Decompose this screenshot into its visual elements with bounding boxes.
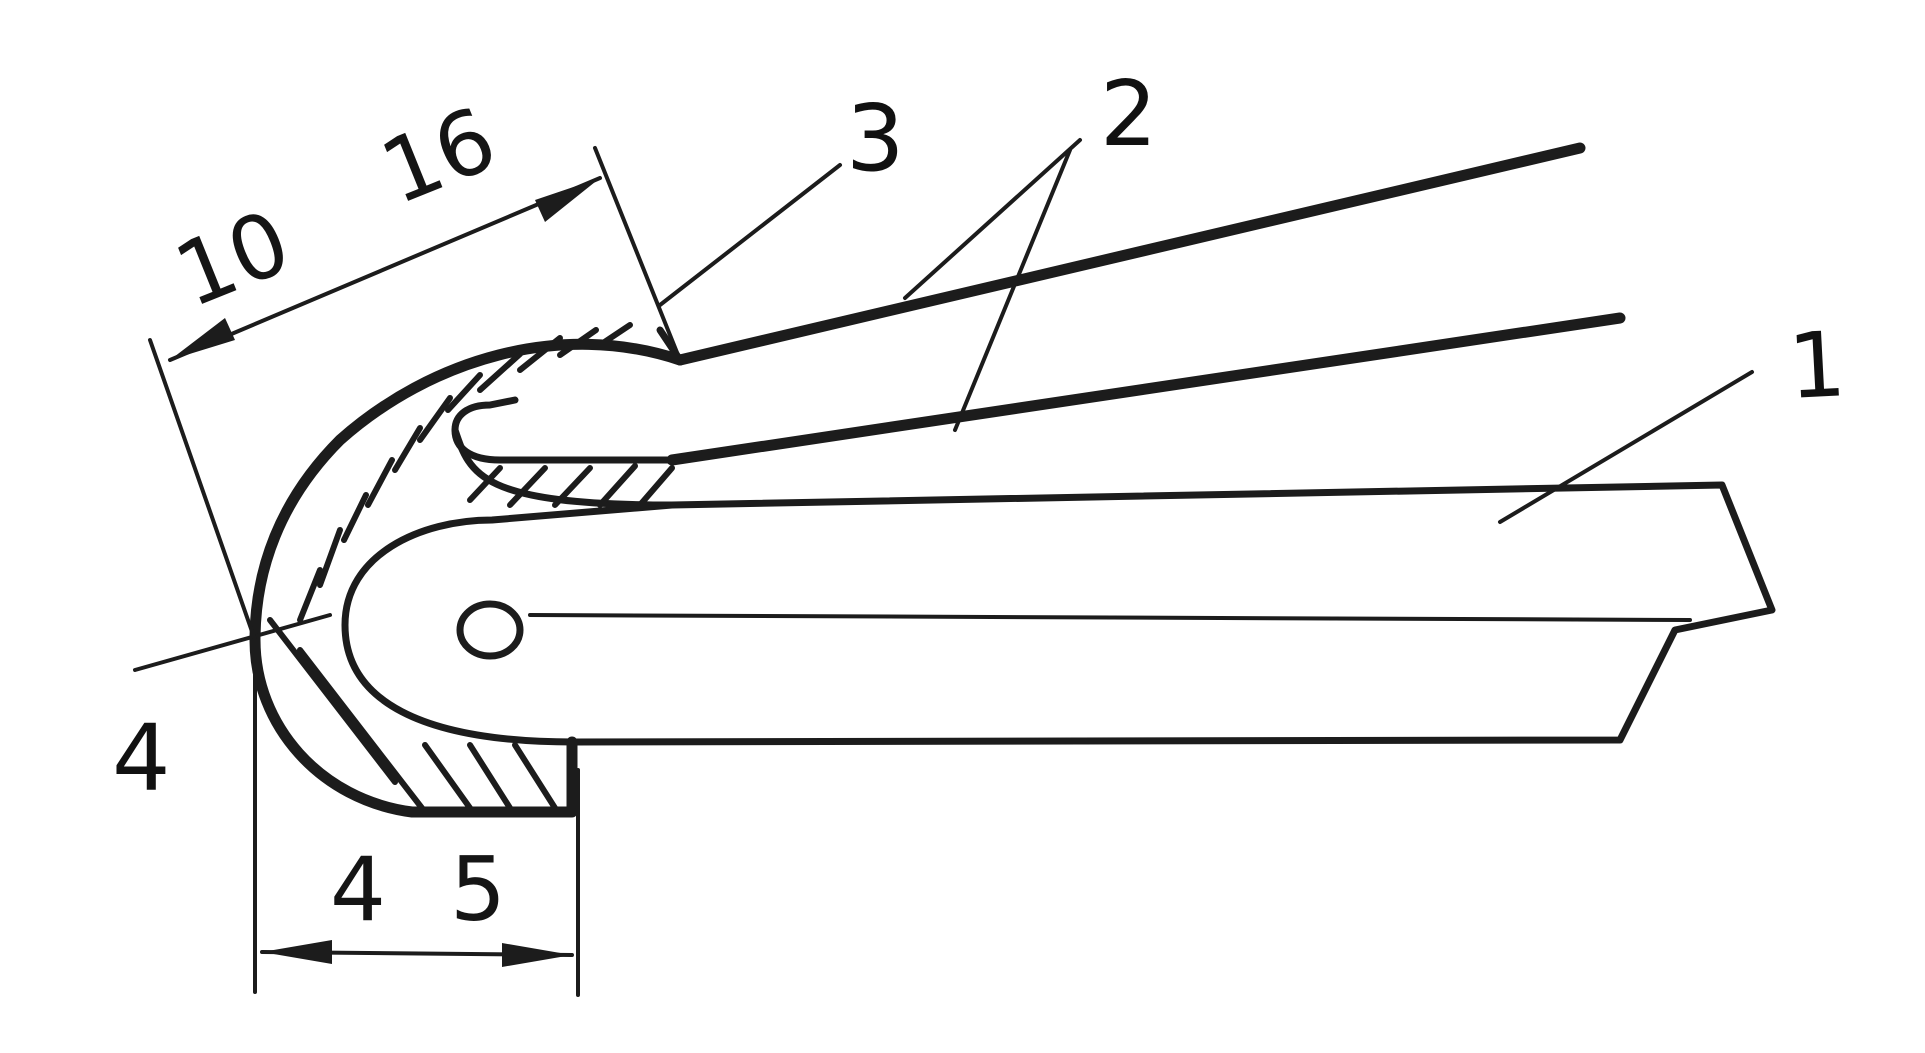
leader-part-1 [1498, 370, 1754, 524]
lower-filler-hatch [267, 617, 558, 815]
callout-part-4: 4 [112, 705, 171, 812]
leader-part-2b [953, 148, 1072, 432]
core-fold-eye [456, 600, 524, 660]
wrap-band-inner [451, 396, 676, 464]
core-outline [341, 481, 1776, 746]
wrap-band-outer [249, 338, 686, 818]
lower-dimension [253, 638, 580, 997]
leader-part-2a [903, 138, 1082, 300]
leader-lines [133, 138, 1754, 672]
lower-arrow-left [262, 940, 332, 964]
middle-sheet [666, 312, 1626, 466]
upper-filler-hatch [297, 322, 633, 623]
callout-part-3: 3 [846, 85, 905, 192]
lower-dim-min: 4 [330, 838, 386, 941]
upper-arrow-left [170, 318, 235, 360]
lower-dim-max: 5 [450, 838, 506, 941]
upper-ext-left [148, 338, 257, 642]
leader-part-3 [658, 163, 842, 307]
leader-part-4 [133, 613, 332, 672]
upper-arrow-right [535, 178, 600, 222]
upper-dimension [148, 146, 680, 642]
sheets-part-2 [666, 142, 1626, 466]
upper-dim-min: 10 [161, 190, 303, 327]
upper-sheet [674, 142, 1586, 366]
wrap-band [249, 326, 686, 818]
mid-filler-hatch [467, 463, 675, 508]
callout-part-2: 2 [1100, 62, 1157, 167]
band-lip-top [451, 426, 676, 509]
callout-part-1: 1 [1786, 312, 1849, 420]
upper-ext-right [593, 146, 680, 357]
upper-dim-max: 16 [367, 87, 509, 224]
core-inner-fold-line [528, 613, 1692, 622]
lower-arrow-right [502, 943, 572, 967]
upper-dim-line [168, 176, 602, 362]
core-part-1 [341, 481, 1776, 746]
